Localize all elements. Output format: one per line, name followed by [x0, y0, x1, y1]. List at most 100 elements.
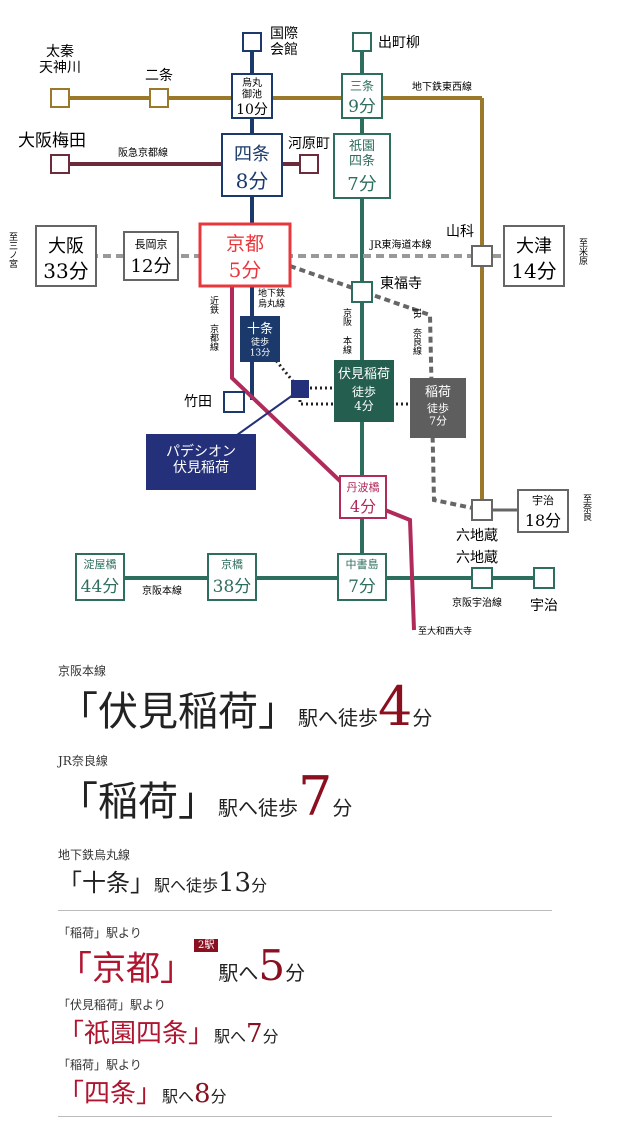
route-map: 国際会館 出町柳 太秦天神川 二条 大阪梅田 阪急京都線 河原町 地下鉄東西線 … — [7, 26, 592, 637]
station-takeda — [223, 391, 245, 413]
label-karasuma-line: 地下鉄烏丸線 — [258, 287, 285, 309]
label-nagaokakyo: 長岡京 — [135, 237, 168, 251]
label-kintetsu-line: 近鉄京都線 — [208, 295, 219, 351]
access-row-kyoto: 「稲荷」駅より 「京都」2駅駅へ5分 — [58, 926, 306, 990]
time-nagaokakyo: 12分 — [131, 256, 172, 277]
label-shijo: 四条 — [234, 144, 270, 165]
station-uji-top — [517, 489, 569, 533]
station-uzumasa — [50, 88, 70, 108]
station-rokujizo-top — [471, 499, 493, 521]
property-marker[interactable] — [291, 380, 309, 398]
label-to-sannomiya: 至三ノ宮 — [7, 232, 18, 269]
station-nijo — [149, 88, 169, 108]
station-jujo[interactable] — [240, 316, 280, 362]
station-chushojima — [337, 553, 387, 601]
station-kyobashi — [207, 553, 257, 601]
access-row-fushimi-inari: 京阪本線 「伏見稲荷」駅へ徒歩4分 — [58, 664, 433, 738]
access-row-inari: JR奈良線 「稲荷」駅へ徒歩7分 — [58, 754, 353, 828]
station-demachi — [352, 32, 372, 52]
label-karasuma-oike: 烏丸御池 — [242, 76, 262, 101]
label-line: 13分 — [250, 347, 270, 358]
label-chushojima: 中書島 — [346, 557, 379, 571]
label-line: 天神川 — [39, 60, 81, 76]
label-line: 四条 — [349, 153, 375, 169]
time-osaka: 33分 — [43, 259, 88, 283]
access-row-shijo: 「稲荷」駅より 「四条」駅へ8分 — [58, 1058, 227, 1109]
divider-2 — [58, 1116, 552, 1117]
label-line: 烏丸線 — [258, 297, 285, 309]
station-kokusai — [242, 32, 262, 52]
station-karasuma-oike — [231, 73, 273, 119]
label-umeda: 大阪梅田 — [18, 131, 86, 151]
label-sanjo: 三条 — [350, 79, 374, 93]
station-osaka — [35, 225, 97, 287]
time-uji-top: 18分 — [525, 511, 561, 530]
station-nagaokakyo — [123, 231, 179, 281]
station-rokujizo-keihan — [471, 567, 493, 589]
label-yamashina: 山科 — [446, 224, 474, 240]
access-row-gion: 「伏見稲荷」駅より 「祇園四条」駅へ7分 — [58, 998, 279, 1049]
station-gion — [333, 133, 391, 199]
time-yodoyabashi: 44分 — [81, 577, 120, 597]
station-shijo — [221, 133, 283, 197]
station-kyoto — [198, 222, 292, 288]
time-tambabashi: 4分 — [350, 497, 376, 516]
label-line: 7分 — [429, 415, 447, 428]
time-chushojima: 7分 — [348, 577, 376, 597]
label-osaka: 大阪 — [48, 236, 84, 257]
label-to-nara: 至奈良 — [581, 494, 592, 522]
label-hankyu: 阪急京都線 — [118, 146, 168, 159]
label-keihan-vertical: 京阪本線 — [341, 307, 352, 354]
label-uzumasa: 太秦天神川 — [39, 44, 81, 76]
station-umeda — [50, 154, 70, 174]
label-demachi: 出町柳 — [378, 34, 420, 51]
time-otsu: 14分 — [511, 259, 556, 283]
label-line: 本線 — [341, 335, 352, 354]
label-otsu: 大津 — [516, 236, 552, 257]
station-yamashina — [471, 245, 493, 267]
label-gion: 祇園四条 — [349, 139, 375, 169]
label-line: 伏見稲荷 — [173, 460, 229, 476]
label-rokujizo-bottom: 六地蔵 — [456, 550, 498, 566]
label-takeda: 竹田 — [184, 394, 212, 410]
station-otsu — [503, 225, 565, 287]
label-kawaramachi: 河原町 — [288, 136, 330, 152]
label-inari: 稲荷 — [425, 385, 451, 400]
tag-two-stops: 2駅 — [194, 939, 219, 952]
time-kyobashi: 38分 — [213, 577, 252, 597]
property-box[interactable] — [146, 434, 256, 490]
label-line: 4分 — [354, 399, 374, 413]
time-karasuma-oike: 10分 — [236, 102, 268, 118]
station-sanjo — [341, 73, 383, 119]
label-uji-bottom: 宇治 — [530, 598, 558, 614]
label-fushimi-inari: 伏見稲荷 — [338, 367, 390, 382]
label-keihan-bottom: 京阪本線 — [142, 584, 182, 597]
label-kyobashi: 京橋 — [221, 557, 243, 571]
label-kyoto: 京都 — [226, 233, 264, 255]
station-fushimi-inari[interactable] — [334, 360, 394, 422]
label-line: 京都線 — [208, 323, 219, 351]
label-yodoyabashi: 淀屋橋 — [84, 557, 117, 571]
label-to-yamato: 至大和西大寺 — [418, 625, 472, 637]
label-kokusai: 国際会館 — [270, 26, 298, 58]
station-yodoyabashi — [75, 553, 125, 601]
station-tofukuji — [351, 281, 373, 303]
station-inari[interactable] — [410, 378, 466, 438]
property-pointer — [229, 389, 301, 441]
label-uji-top: 宇治 — [532, 493, 554, 507]
label-rokujizo-top: 六地蔵 — [456, 528, 498, 544]
label-nijo: 二条 — [145, 67, 173, 84]
station-uji-bottom — [533, 567, 555, 589]
label-line: 会館 — [270, 41, 298, 58]
label-line: 御池 — [242, 88, 262, 101]
label-tambabashi: 丹波橋 — [347, 480, 380, 494]
time-gion: 7分 — [347, 174, 376, 195]
label-tozai: 地下鉄東西線 — [412, 80, 472, 93]
time-shijo: 8分 — [236, 169, 269, 193]
access-row-jujo: 地下鉄烏丸線 「十条」駅へ徒歩13分 — [58, 848, 268, 898]
label-tofukuji: 東福寺 — [380, 276, 422, 292]
